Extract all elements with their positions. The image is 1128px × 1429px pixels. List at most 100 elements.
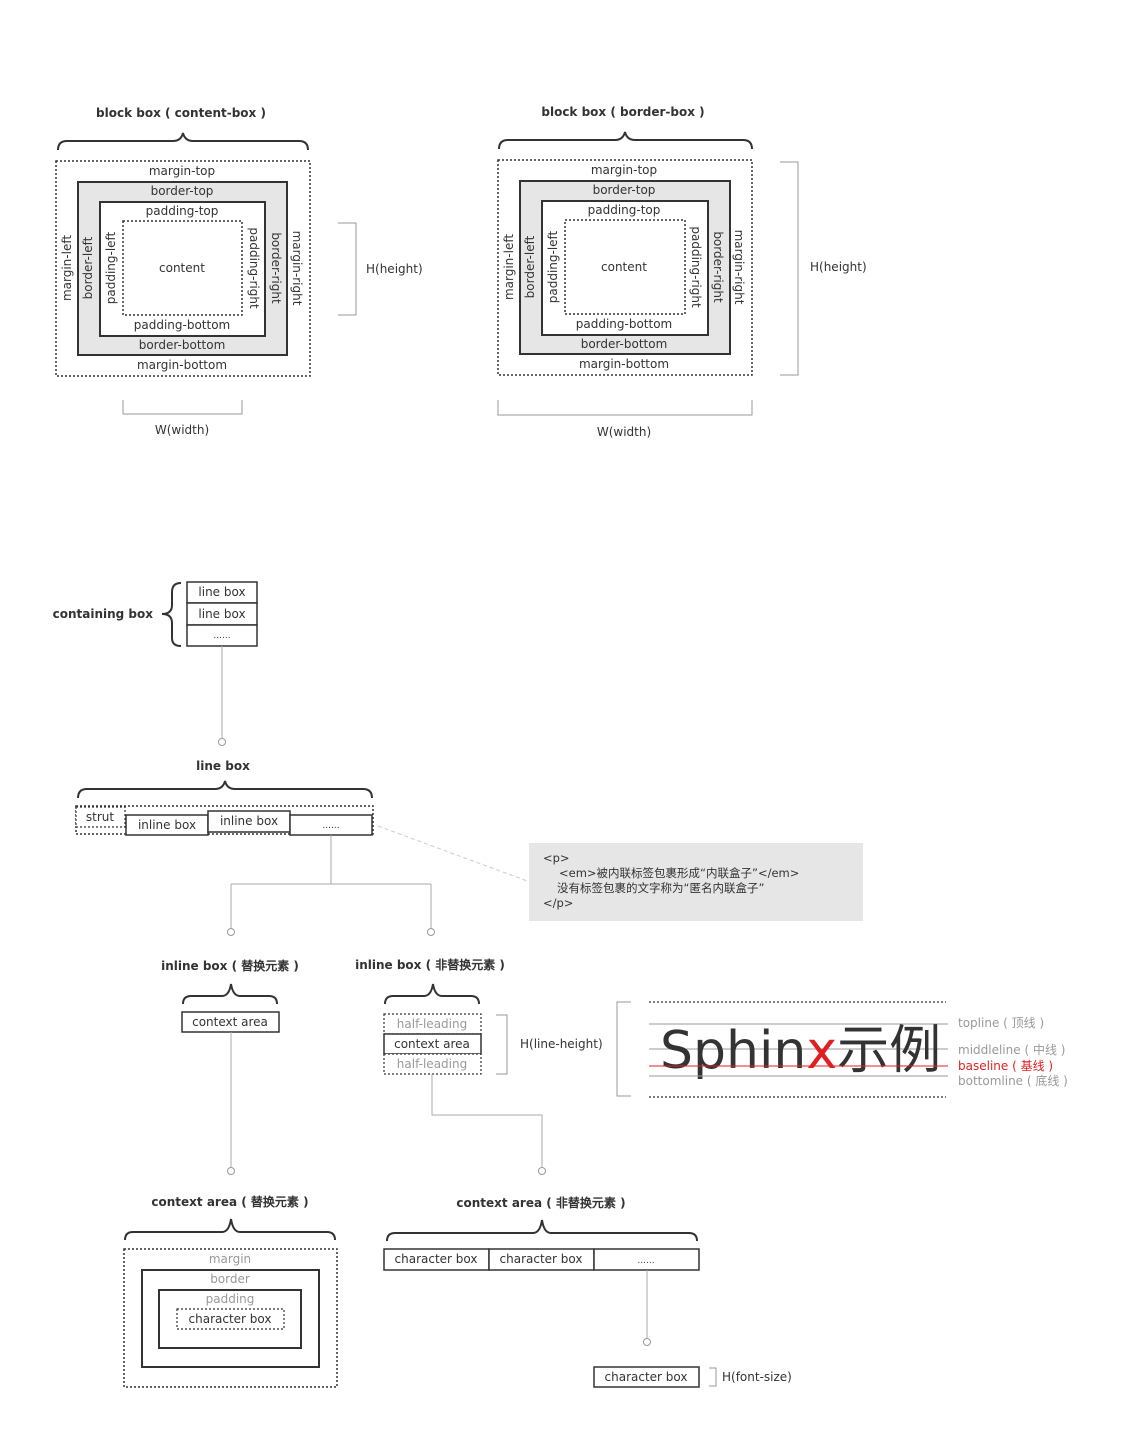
containing-box-brace [161, 582, 182, 647]
line-box-title: line box [196, 759, 250, 773]
inline-box-2-label: inline box [220, 814, 278, 828]
content-box-padding-left: padding-left [104, 231, 118, 304]
context-area-nonreplaced-section: context area ( 非替换元素 ) character box cha… [383, 1195, 792, 1388]
border-box-margin-bottom: margin-bottom [579, 357, 669, 371]
border-box-padding-left: padding-left [546, 230, 560, 303]
sample-text-x: x [806, 1021, 837, 1081]
containing-ellipsis: ...... [213, 631, 230, 641]
line-box-branch-lines [230, 835, 432, 928]
context-nonreplaced-title: context area ( 非替换元素 ) [456, 1195, 625, 1210]
connector-dot [427, 928, 435, 936]
border-box-title: block box ( border-box ) [541, 105, 704, 119]
code-note-line-2: <em>被内联标签包裹形成“内联盒子”</em> [559, 866, 799, 880]
border-box-margin-top: margin-top [591, 163, 657, 177]
code-note-line-1: <p> [543, 851, 570, 865]
content-box-margin-left: margin-left [60, 235, 74, 301]
line-height-label: H(line-height) [520, 1037, 603, 1051]
content-box-border-left: border-left [81, 236, 95, 299]
content-box-width-bracket [122, 400, 243, 415]
context-replaced-brace [124, 1218, 336, 1241]
containing-box-section: containing box line box line box ...... [53, 581, 258, 746]
half-leading-bottom-label: half-leading [397, 1057, 467, 1071]
content-box-content: content [159, 261, 205, 275]
context-replaced-border-label: border [210, 1272, 250, 1286]
connector-line [431, 1074, 543, 1167]
character-box-1-label: character box [395, 1252, 478, 1266]
baseline-demo-bracket [616, 1001, 631, 1097]
font-size-label: H(font-size) [722, 1370, 792, 1384]
connector-dot [227, 928, 235, 936]
code-note-line-4: </p> [543, 896, 573, 910]
sample-text-prefix: Sphin [660, 1021, 806, 1081]
line-height-bracket [496, 1014, 508, 1075]
content-box-padding-bottom: padding-bottom [134, 318, 231, 332]
connector-dot [538, 1167, 546, 1175]
content-box-model: block box ( content-box ) margin-top bor… [55, 106, 423, 437]
containing-line-box-2-label: line box [198, 607, 245, 621]
baseline-label: baseline ( 基线 ) [958, 1059, 1053, 1073]
character-box-more-label: ...... [637, 1256, 654, 1266]
character-box-single-label: character box [605, 1370, 688, 1384]
line-box-brace [77, 780, 373, 799]
baseline-demo: Sphinx示例 topline ( 顶线 ) middleline ( 中线 … [616, 1001, 1068, 1098]
content-box-brace [57, 132, 309, 151]
content-box-margin-bottom: margin-bottom [137, 358, 227, 372]
inline-replaced-brace [182, 983, 278, 1005]
sample-text: Sphinx示例 [660, 1021, 941, 1081]
context-area-replaced-section: context area ( 替换元素 ) margin border padd… [123, 1194, 338, 1388]
border-box-width-label: W(width) [597, 425, 651, 439]
inline-replaced-title: inline box ( 替换元素 ) [161, 958, 299, 973]
inline-box-1-label: inline box [138, 818, 196, 832]
border-box-content: content [601, 260, 647, 274]
inline-nonreplaced-brace [384, 983, 480, 1005]
strut-label: strut [86, 810, 114, 824]
border-box-margin-rect [497, 159, 753, 376]
content-box-margin-rect [55, 160, 311, 377]
inline-box-nonreplaced-section: inline box ( 非替换元素 ) half-leading contex… [355, 957, 603, 1175]
strut-box [75, 806, 126, 828]
border-box-brace [498, 131, 753, 150]
containing-line-box-1-label: line box [198, 585, 245, 599]
character-box-single [593, 1366, 700, 1388]
inline-replaced-context-area-label: context area [192, 1015, 268, 1029]
border-box-padding-top: padding-top [588, 203, 661, 217]
content-box-border-right: border-right [269, 232, 283, 304]
connector-dot [227, 1167, 235, 1175]
border-box-border-left: border-left [523, 235, 537, 298]
content-box-height-bracket [338, 222, 357, 316]
content-box-padding-top: padding-top [146, 204, 219, 218]
border-box-border-top: border-top [593, 183, 656, 197]
bottomline-label: bottomline ( 底线 ) [958, 1073, 1068, 1088]
containing-box-label: containing box [53, 607, 154, 621]
connector-dot [218, 738, 226, 746]
code-note-line-3: 没有标签包裹的文字称为“匿名内联盒子” [557, 881, 764, 895]
context-nonreplaced-brace [386, 1219, 698, 1242]
context-replaced-character-box [176, 1308, 285, 1330]
content-box-border-bottom: border-bottom [139, 338, 226, 352]
content-box-margin-top: margin-top [149, 164, 215, 178]
content-box-width-label: W(width) [155, 423, 209, 437]
content-box-title: block box ( content-box ) [96, 106, 266, 120]
border-box-margin-right: margin-right [732, 230, 746, 305]
border-box-width-bracket [497, 400, 753, 416]
context-replaced-padding-label: padding [206, 1292, 255, 1306]
context-replaced-title: context area ( 替换元素 ) [151, 1194, 308, 1209]
border-box-content-rect [564, 219, 686, 315]
inline-nonreplaced-context-area-label: context area [394, 1037, 470, 1051]
border-box-padding-bottom: padding-bottom [576, 317, 673, 331]
content-box-height-label: H(height) [366, 262, 423, 276]
content-box-padding-right: padding-right [247, 227, 261, 309]
border-box-model: block box ( border-box ) margin-top bord… [497, 105, 867, 439]
border-box-height-bracket [780, 161, 799, 376]
character-box-2-label: character box [500, 1252, 583, 1266]
note-leader-line [377, 825, 531, 883]
inline-box-replaced-section: inline box ( 替换元素 ) context area [161, 958, 299, 1175]
border-box-border-right: border-right [711, 231, 725, 303]
content-box-content-rect [122, 220, 243, 316]
context-replaced-character-box-label: character box [189, 1312, 272, 1326]
border-box-padding-right: padding-right [689, 226, 703, 308]
line-box-section: line box strut inline box inline box ...… [75, 759, 531, 936]
context-replaced-margin-label: margin [209, 1252, 251, 1266]
border-box-height-label: H(height) [810, 260, 867, 274]
